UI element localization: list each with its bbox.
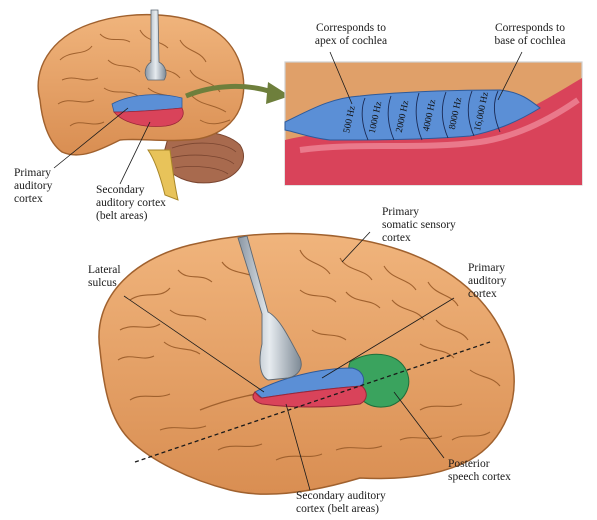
inset-lower-red-highlight [299, 97, 580, 153]
inset-blue-band [284, 89, 541, 141]
bottom-cerebrum [98, 232, 515, 495]
top-secondary-auditory-region [113, 107, 184, 127]
posterior-speech-label: Posterior speech cortex [448, 458, 511, 483]
cochlea-inset [284, 51, 583, 186]
bottom-primary-auditory-label: Primary auditory cortex [468, 262, 507, 300]
top-arrow [185, 83, 273, 99]
top-secondary-leader [119, 121, 151, 185]
inset-lower-red-band [285, 78, 582, 185]
bottom-probe [237, 235, 302, 381]
bottom-secondary-auditory-label: Secondary auditory cortex (belt areas) [296, 490, 386, 515]
top-cerebrum [37, 13, 245, 156]
lateral-sulcus-leader [123, 295, 265, 393]
primary-auditory-leader [321, 297, 455, 379]
secondary-auditory-leader [285, 403, 311, 491]
top-secondary-auditory-label: Secondary auditory cortex (belt areas) [96, 184, 166, 222]
top-cerebellum-folia [169, 142, 237, 175]
apex-label: Corresponds to apex of cochlea [314, 22, 388, 47]
top-probe [144, 9, 167, 81]
bottom-brain [98, 231, 515, 495]
top-brain [37, 9, 290, 201]
top-primary-leader [53, 107, 129, 169]
top-primary-auditory-label: Primary auditory cortex [14, 167, 53, 205]
bottom-gyri [117, 249, 501, 461]
base-leader [497, 51, 523, 101]
speech-leader [393, 391, 445, 459]
somatic-leader [341, 231, 371, 263]
primary-somatic-label: Primary somatic sensory cortex [382, 206, 456, 244]
base-label: Corresponds to base of cochlea [494, 22, 566, 47]
top-arrow-head [266, 82, 290, 104]
bottom-secondary-auditory-region [252, 385, 367, 408]
apex-leader [329, 51, 353, 105]
top-brainstem [147, 149, 179, 201]
lateral-sulcus-label: Lateral sulcus [88, 264, 121, 289]
inset-tonotopic-lines [361, 90, 501, 141]
